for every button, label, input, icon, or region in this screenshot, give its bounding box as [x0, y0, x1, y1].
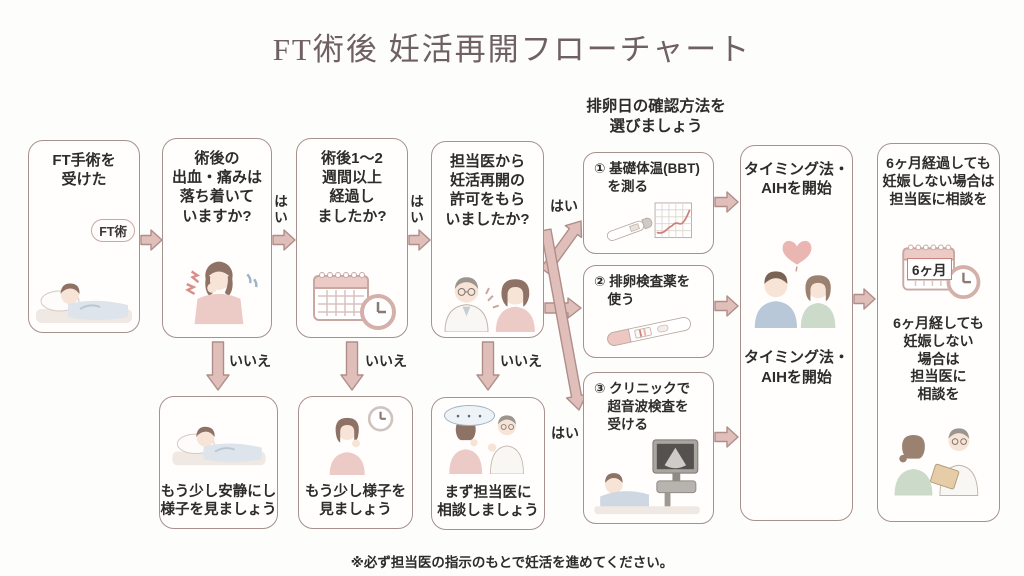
flow-arrow [476, 341, 500, 391]
rest-more-label: もう少し安静にし 様子を見ましょう [160, 483, 277, 519]
yes-label-1: はい [274, 194, 288, 226]
flow-arrow [714, 191, 739, 213]
yes-label-4: はい [551, 425, 579, 441]
thinking-dots-bubble: ・・・ [444, 405, 495, 426]
node-ft-surgery: FT手術を 受けた FT術 [28, 140, 140, 333]
test-stick-illustration [606, 317, 691, 347]
rest-more-illustration [171, 426, 266, 466]
node-bleeding-pain-check: 術後の 出血・痛みは 落ち着いて いますか? [162, 138, 272, 338]
node-wait-more: もう少し様子を 見ましょう [298, 396, 413, 529]
flow-arrow [206, 341, 230, 391]
flow-arrow [544, 297, 582, 319]
yes-label-3: はい [550, 198, 578, 214]
flow-arrow [540, 228, 587, 411]
node-option-ovulation-test: ② 排卵検査薬を 使う [583, 265, 714, 358]
calendar-clock-illustration [313, 272, 396, 330]
thermometer-chart-illustration [606, 202, 692, 242]
node-doctor-permission-check: 担当医から 妊活再開の 許可をもら いましたか? [431, 141, 544, 338]
flow-arrow [714, 426, 739, 448]
couple-heart-illustration [754, 241, 835, 329]
ft-surgery-speech-bubble: FT術 [91, 219, 135, 242]
doctor-approval-illustration [444, 277, 535, 332]
no-label-3: いいえ [500, 353, 542, 369]
ultrasound-illustration [593, 439, 700, 515]
node-ft-surgery-label: FT手術を 受けた [52, 152, 116, 189]
consult-doctor-illustration [894, 428, 978, 497]
followup-bottom-label: 6ヶ月経しても 妊娠しない 場合は 担当医に 相談を [893, 314, 984, 403]
yes-label-2: はい [410, 194, 424, 226]
timing-aih-bottom-label: タイミング法・ AIHを開始 [743, 349, 849, 386]
bed-rest-illustration [36, 283, 132, 323]
footnote: ※必ず担当医の指示のもとで妊活を進めてください。 [350, 555, 674, 570]
node-doctor-permission-label: 担当医から 妊活再開の 許可をもら いましたか? [445, 153, 530, 228]
node-consult-doctor-first: ・・・ まず担当医に 相談しましょう [431, 397, 545, 530]
flow-arrow [408, 229, 431, 251]
flow-arrow [140, 229, 163, 251]
node-start-timing-aih: タイミング法・ AIHを開始 タイミング法・ AIHを開始 [740, 145, 853, 521]
option-ovulation-test-label: ② 排卵検査薬を 使う [594, 274, 691, 308]
followup-top-label: 6ヶ月経過しても 妊娠しない場合は 担当医に相談を [882, 155, 995, 207]
node-option-bbt: ① 基礎体温(BBT) を測る [583, 152, 714, 254]
ovulation-method-header: 排卵日の確認方法を 選びましょう [586, 98, 726, 136]
timing-aih-top-label: タイミング法・ AIHを開始 [743, 161, 849, 198]
wait-more-illustration [329, 406, 393, 475]
six-months-calendar-label: 6ヶ月 [907, 258, 952, 280]
consult-first-illustration [449, 415, 524, 474]
no-label-1: いいえ [229, 353, 271, 369]
flow-arrow [714, 295, 739, 317]
pain-woman-illustration [185, 261, 258, 325]
node-six-months-followup: 6ヶ月経過しても 妊娠しない場合は 担当医に相談を 6ヶ月 6ヶ月経しても 妊娠… [877, 143, 1000, 522]
option-bbt-label: ① 基礎体温(BBT) を測る [594, 161, 700, 195]
no-label-2: いいえ [365, 353, 407, 369]
flow-arrow [340, 341, 364, 391]
node-bleeding-pain-label: 術後の 出血・痛みは 落ち着いて いますか? [171, 150, 262, 225]
flow-arrow [540, 220, 583, 275]
option-ultrasound-label: ③ クリニックで 超音波検査を 受ける [594, 381, 691, 433]
page-title: FT術後 妊活再開フローチャート [272, 32, 752, 67]
consult-doctor-first-label: まず担当医に 相談しましょう [437, 484, 539, 520]
node-two-weeks-label: 術後1〜2 週間以上 経過し ましたか? [317, 150, 387, 225]
wait-more-label: もう少し様子を 見ましょう [304, 483, 407, 519]
node-rest-more: もう少し安静にし 様子を見ましょう [159, 396, 278, 529]
node-option-ultrasound: ③ クリニックで 超音波検査を 受ける [583, 372, 714, 524]
flow-arrow [272, 229, 296, 251]
flow-arrow [853, 288, 876, 310]
node-two-weeks-check: 術後1〜2 週間以上 経過し ましたか? [296, 138, 408, 338]
